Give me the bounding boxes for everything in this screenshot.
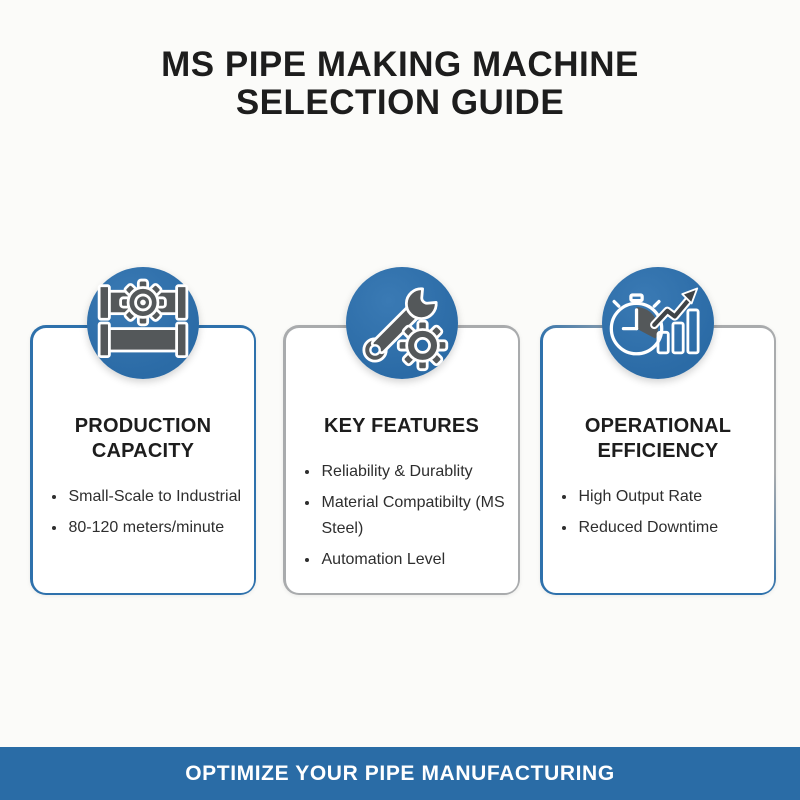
page-title-line-2: SELECTION GUIDE [235, 83, 565, 122]
bullet-item: High Output Rate [577, 484, 766, 510]
key-features-icon-circle [345, 267, 458, 379]
card-heading: KEY FEATURES [323, 414, 480, 437]
stopwatch-growth-chart-icon [609, 287, 700, 356]
card-bullet-list: Reliability & Durablity Material Compati… [290, 459, 514, 578]
card-key-features: KEY FEATURES Reliability & Durablity Mat… [283, 267, 520, 595]
card-bullet-list: Small-Scale to Industrial 80-120 meters/… [37, 484, 250, 546]
bullet-item: Small-Scale to Industrial [67, 484, 246, 510]
production-capacity-icon-circle [87, 267, 199, 379]
card-operational-efficiency: OPERATIONAL EFFICIENCY High Output Rate … [540, 267, 776, 595]
footer-banner: OPTIMIZE YOUR PIPE MANUFACTURING [0, 747, 800, 800]
pipes-gear-icon [97, 278, 189, 358]
card-heading: PRODUCTION CAPACITY [74, 414, 212, 462]
bullet-item: 80-120 meters/minute [67, 515, 246, 541]
wrench-gear-icon [361, 287, 448, 372]
page-title: MS PIPE MAKING MACHINE SELECTION GUIDE [0, 46, 800, 122]
bullet-item: Reduced Downtime [577, 515, 766, 541]
operational-efficiency-icon-circle [602, 267, 714, 379]
bullet-item: Material Compatibilty (MS Steel) [320, 490, 510, 542]
card-production-capacity: PRODUCTION CAPACITY Small-Scale to Indus… [30, 267, 256, 595]
banner-text: OPTIMIZE YOUR PIPE MANUFACTURING [185, 761, 615, 785]
card-bullet-list: High Output Rate Reduced Downtime [547, 484, 770, 546]
bullet-item: Reliability & Durablity [320, 459, 510, 485]
page-title-line-1: MS PIPE MAKING MACHINE [161, 45, 639, 84]
card-heading: OPERATIONAL EFFICIENCY [584, 414, 732, 462]
bullet-item: Automation Level [320, 547, 510, 573]
